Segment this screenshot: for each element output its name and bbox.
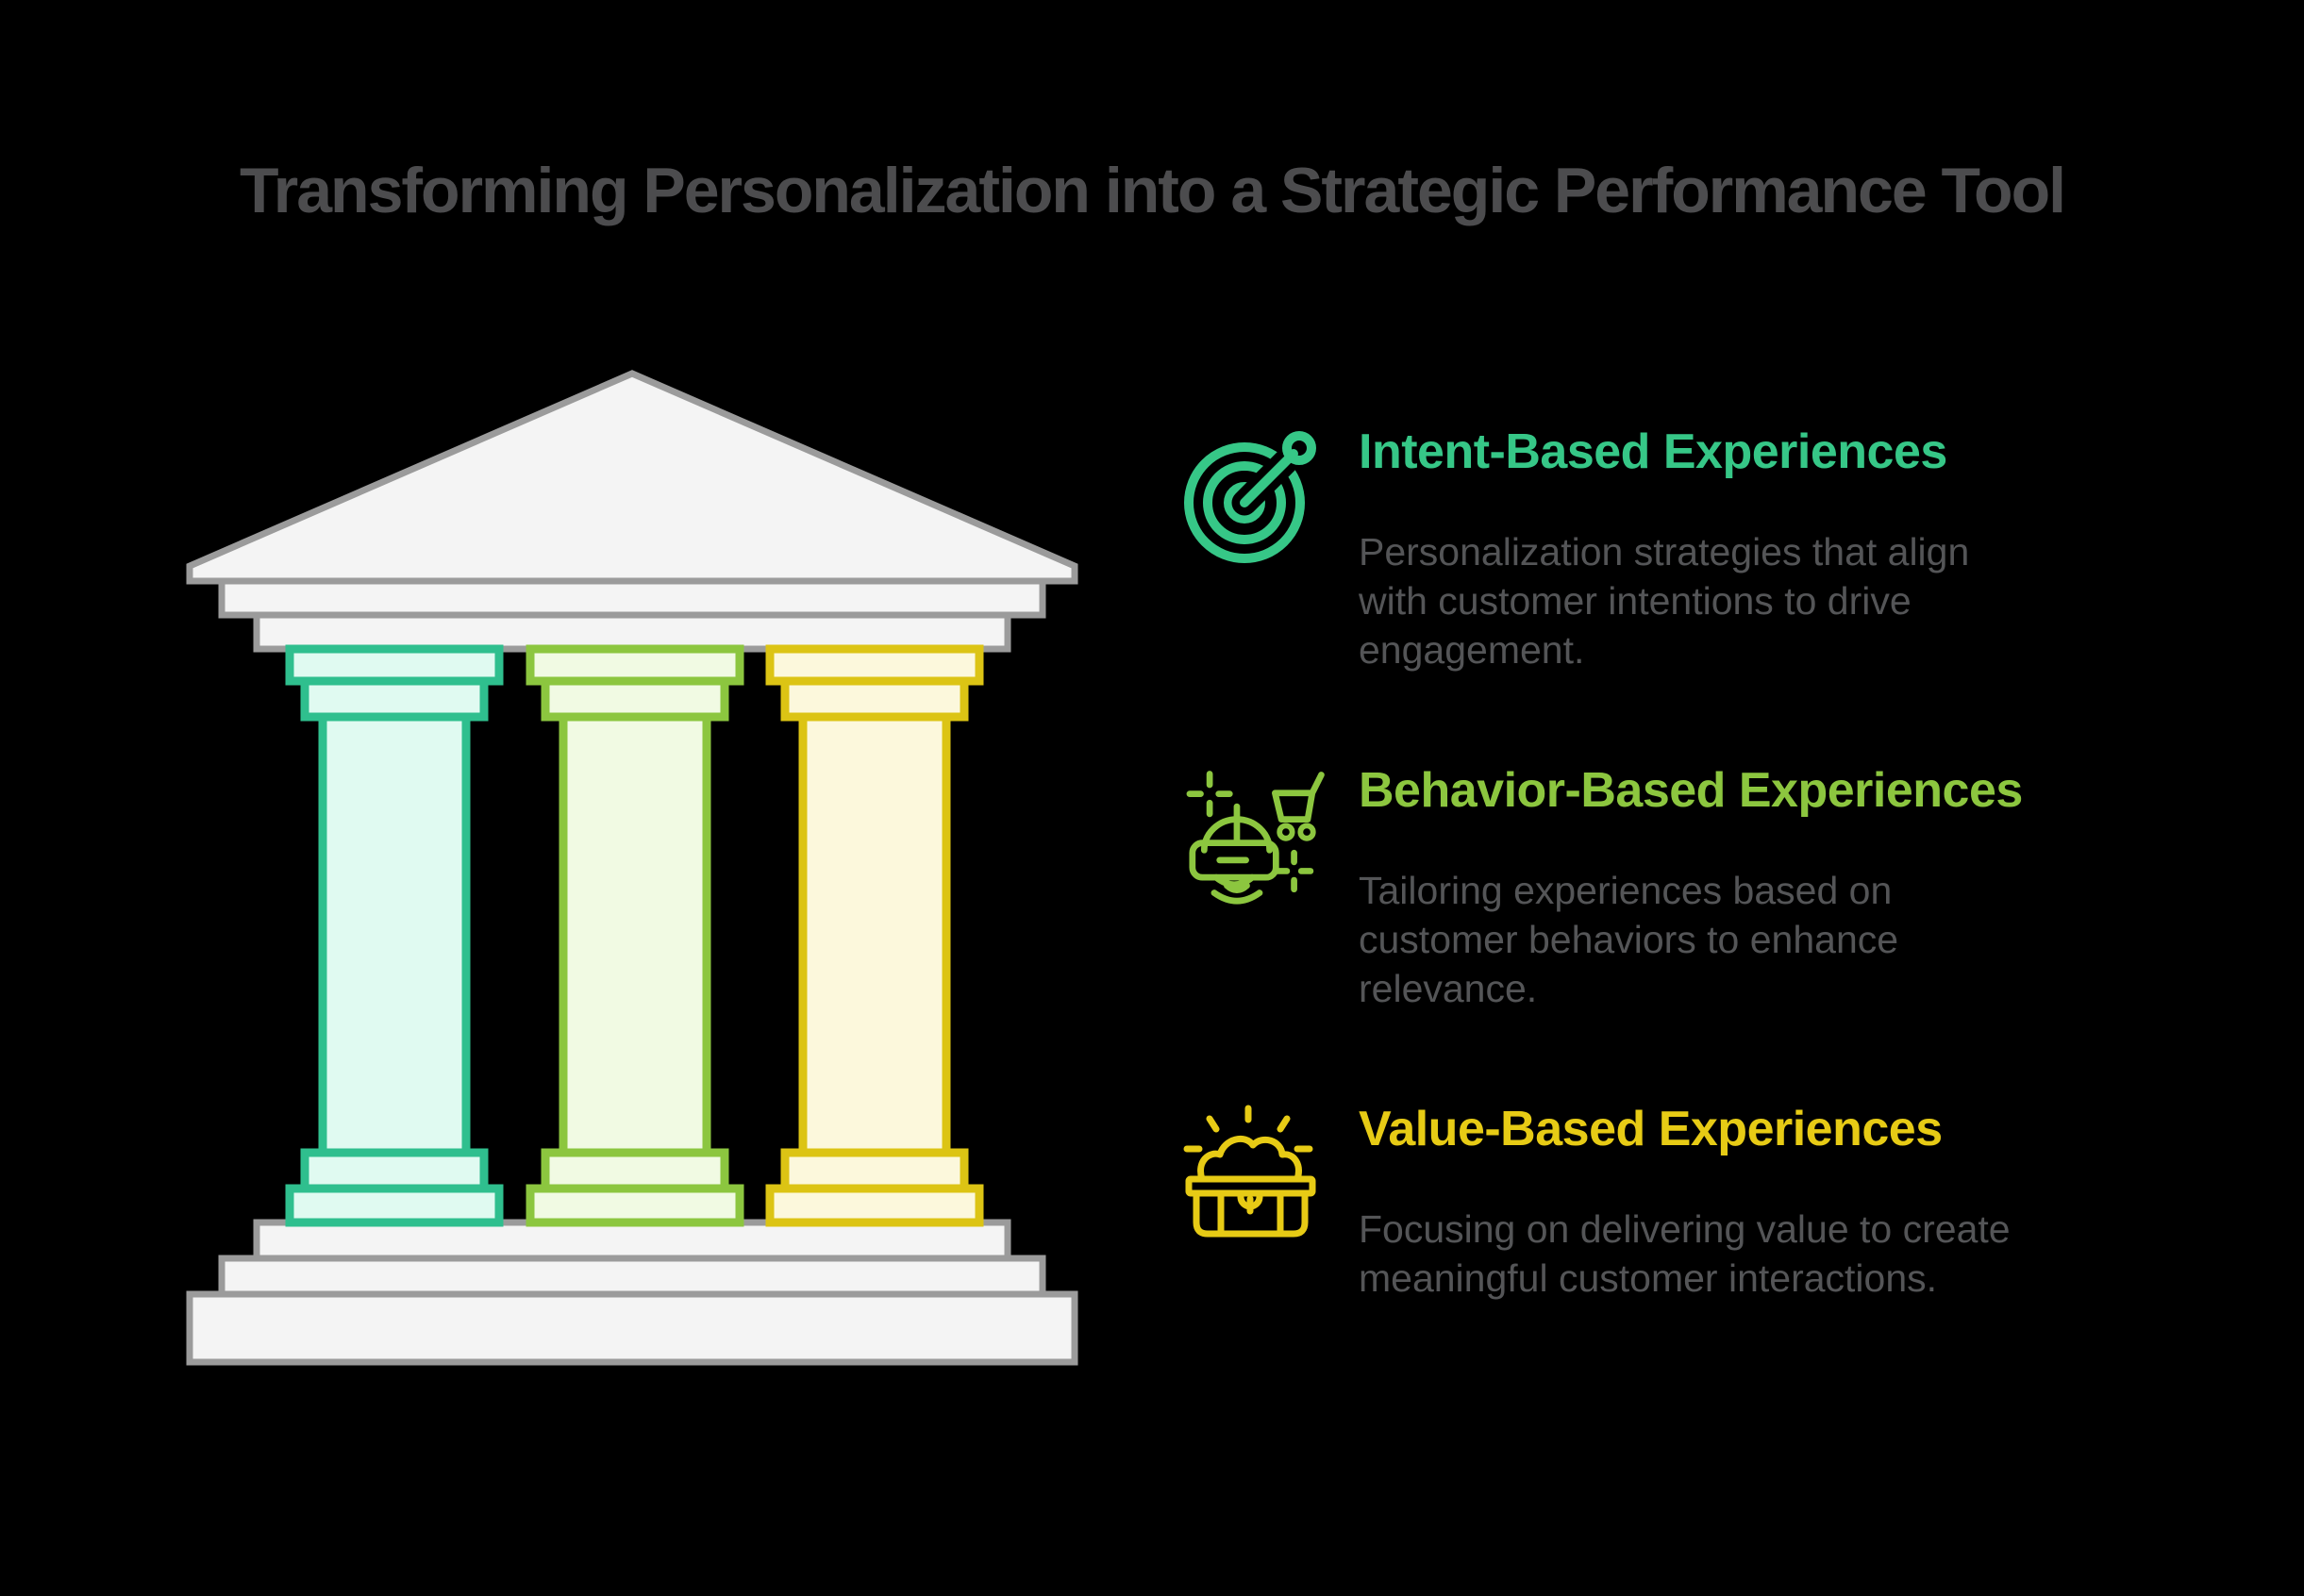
chest-body — [1193, 1189, 1309, 1238]
section-value: Value-Based Experiences Focusing on deli… — [1182, 1101, 2277, 1303]
section-title: Intent-Based Experiences — [1359, 424, 1947, 479]
vr-goggles — [1189, 840, 1279, 881]
section-behavior-icon-column — [1182, 762, 1359, 906]
section-intent-icon-column — [1182, 424, 1359, 563]
section-behavior-text: Behavior-Based Experiences Tailoring exp… — [1359, 762, 2277, 1013]
wave-small — [1224, 882, 1250, 893]
cart — [1272, 772, 1325, 823]
section-intent: Intent-Based Experiences Personalization… — [1182, 424, 2277, 674]
sparkle — [1186, 771, 1233, 818]
section-title: Behavior-Based Experiences — [1359, 763, 2023, 818]
chin — [1212, 873, 1256, 889]
pillar-value — [765, 644, 984, 1227]
pediment — [186, 370, 1078, 585]
treasure-chest-icon — [1183, 1105, 1316, 1238]
rays — [1183, 1105, 1313, 1153]
chest-straps — [1217, 1189, 1284, 1238]
section-behavior: Behavior-Based Experiences Tailoring exp… — [1182, 762, 2277, 1013]
cart-wheel — [1297, 823, 1316, 841]
sparkle — [1274, 849, 1314, 893]
base-steps — [186, 1219, 1078, 1366]
section-intent-text: Intent-Based Experiences Personalization… — [1359, 424, 2277, 674]
section-description: Tailoring experiences based on customer … — [1359, 869, 1899, 1010]
section-description: Focusing on delivering value to create m… — [1359, 1207, 2011, 1300]
cart-wheel — [1277, 823, 1295, 841]
treasure-mound — [1197, 1135, 1302, 1183]
section-value-icon-column — [1182, 1101, 1359, 1240]
pillar-intent — [285, 644, 504, 1227]
pillar-behavior — [526, 644, 744, 1227]
temple-illustration — [186, 370, 1078, 1366]
section-description: Personalization strategies that align wi… — [1359, 530, 1970, 672]
entablature — [218, 577, 1046, 653]
page-title: Transforming Personalization into a Stra… — [239, 155, 2066, 226]
target-arrow-icon — [1184, 427, 1319, 563]
vr-headset-cart-icon — [1186, 771, 1325, 905]
wave-large — [1210, 889, 1263, 905]
section-title: Value-Based Experiences — [1359, 1102, 1943, 1156]
section-value-text: Value-Based Experiences Focusing on deli… — [1359, 1101, 2277, 1303]
